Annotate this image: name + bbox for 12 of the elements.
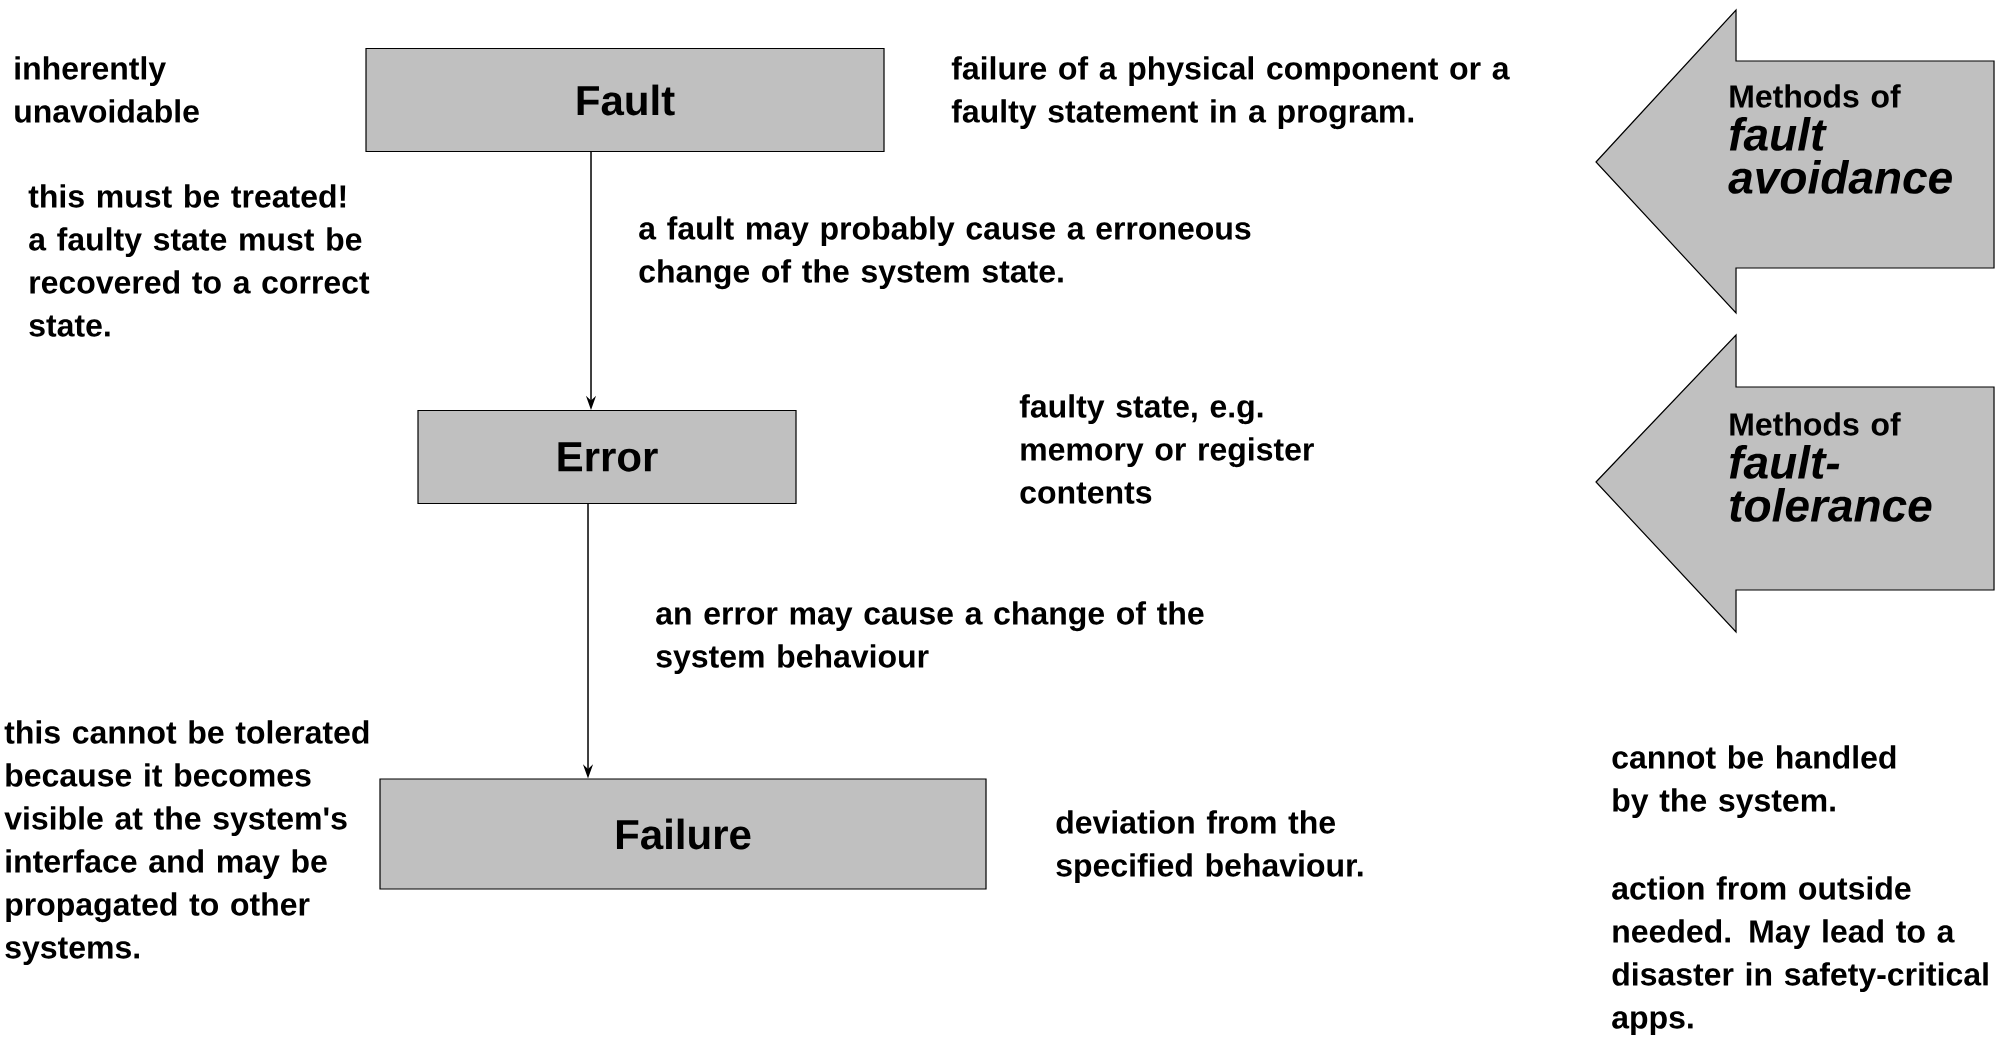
process-box: Fault [365,47,885,153]
note-text: inherently unavoidable [15,56,199,123]
note-text: failure of a physical component or a faulty statement in a program. [951,56,1510,130]
note-text: deviation from the specified behaviour. [1056,810,1363,884]
process-box: Failure [379,778,987,890]
edge-label: a fault may probably cause a erroneous change of the system state. [639,216,1251,290]
note-text: cannot be handled by the system. [1612,745,1896,819]
note-text: action from outside needed. May lead to a disaster in safety-critical apps. [1612,876,1988,1036]
edge-label: an error may cause a change of the system behaviour [656,601,1204,675]
note-text: faulty state, e.g. memory or register contents [1019,394,1314,504]
process-box: Error [417,409,797,505]
note-text: this must be treated! a faulty state must be recovered to a correct state. [28,184,370,337]
